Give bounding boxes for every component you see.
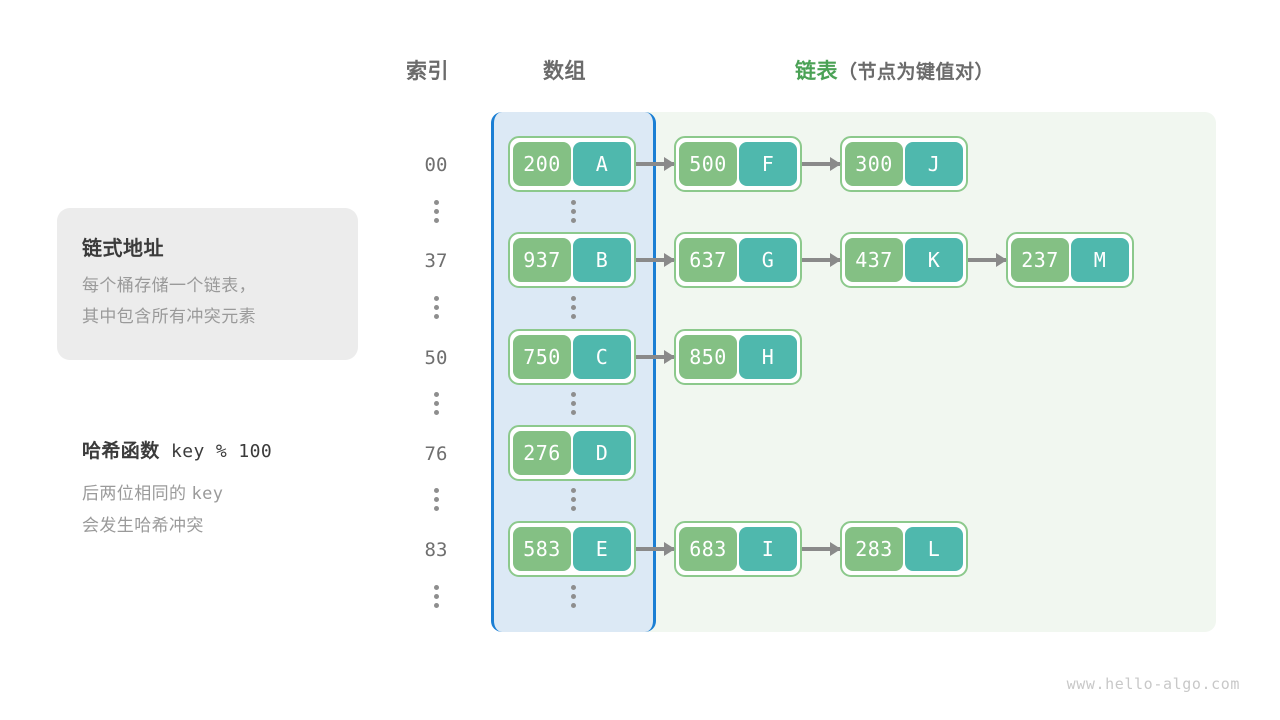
node-value: M: [1071, 238, 1129, 282]
bucket-index-label: 37: [424, 250, 448, 272]
hash-function-expression: key % 100: [170, 441, 273, 462]
annotation-card-chaining: 链式地址 每个桶存储一个链表， 其中包含所有冲突元素: [57, 208, 358, 360]
link-arrow-icon: [636, 547, 674, 551]
node-value: L: [905, 527, 963, 571]
node-key: 937: [513, 238, 571, 282]
column-header-linked-list: 链表（节点为键值对）: [795, 55, 994, 85]
index-ellipsis: [433, 392, 439, 415]
index-ellipsis: [433, 200, 439, 223]
hash-function-line-1-mono: key: [191, 484, 224, 504]
column-header-array: 数组: [543, 60, 586, 83]
index-ellipsis: [433, 585, 439, 608]
node-value: C: [573, 335, 631, 379]
node-key: 850: [679, 335, 737, 379]
node-key: 500: [679, 142, 737, 186]
node-key: 300: [845, 142, 903, 186]
node-value: F: [739, 142, 797, 186]
node-value: I: [739, 527, 797, 571]
array-ellipsis: [570, 488, 576, 511]
array-ellipsis: [570, 296, 576, 319]
bucket-index-label: 76: [424, 443, 448, 465]
link-arrow-icon: [636, 258, 674, 262]
node-key: 283: [845, 527, 903, 571]
node-value: J: [905, 142, 963, 186]
hash-function-body: 后两位相同的 key 会发生哈希冲突: [82, 478, 223, 541]
column-header-index: 索引: [406, 60, 449, 83]
node-key: 637: [679, 238, 737, 282]
node-key: 750: [513, 335, 571, 379]
node-value: B: [573, 238, 631, 282]
hash-function-label: 哈希函数: [82, 441, 160, 462]
annotation-card-line-2: 其中包含所有冲突元素: [82, 307, 256, 326]
annotation-card-body: 每个桶存储一个链表， 其中包含所有冲突元素: [82, 270, 256, 332]
index-ellipsis: [433, 296, 439, 319]
hash-function-line-1: 后两位相同的 key: [82, 478, 223, 510]
link-arrow-icon: [968, 258, 1006, 262]
node-value: D: [573, 431, 631, 475]
node-value: K: [905, 238, 963, 282]
bucket-index-label: 83: [424, 539, 448, 561]
node-key: 683: [679, 527, 737, 571]
node-key: 237: [1011, 238, 1069, 282]
node-key: 583: [513, 527, 571, 571]
index-ellipsis: [433, 488, 439, 511]
bucket-index-label: 00: [424, 154, 448, 176]
node-key: 200: [513, 142, 571, 186]
hash-function-line-1-text: 后两位相同的: [82, 484, 187, 503]
node-value: E: [573, 527, 631, 571]
hash-function-line-2: 会发生哈希冲突: [82, 516, 204, 535]
watermark: www.hello-algo.com: [1066, 675, 1240, 693]
array-ellipsis: [570, 200, 576, 223]
column-header-linked-list-main: 链表: [795, 60, 838, 83]
node-value: A: [573, 142, 631, 186]
array-ellipsis: [570, 392, 576, 415]
node-value: G: [739, 238, 797, 282]
bucket-index-label: 50: [424, 347, 448, 369]
node-key: 437: [845, 238, 903, 282]
array-ellipsis: [570, 585, 576, 608]
column-header-linked-list-sub: （节点为键值对）: [838, 62, 995, 83]
link-arrow-icon: [636, 355, 674, 359]
node-value: H: [739, 335, 797, 379]
node-key: 276: [513, 431, 571, 475]
link-arrow-icon: [636, 162, 674, 166]
annotation-card-title: 链式地址: [82, 238, 164, 260]
link-arrow-icon: [802, 547, 840, 551]
hash-function-title: 哈希函数 key % 100: [82, 436, 272, 463]
annotation-card-line-1: 每个桶存储一个链表，: [82, 276, 256, 295]
link-arrow-icon: [802, 162, 840, 166]
link-arrow-icon: [802, 258, 840, 262]
